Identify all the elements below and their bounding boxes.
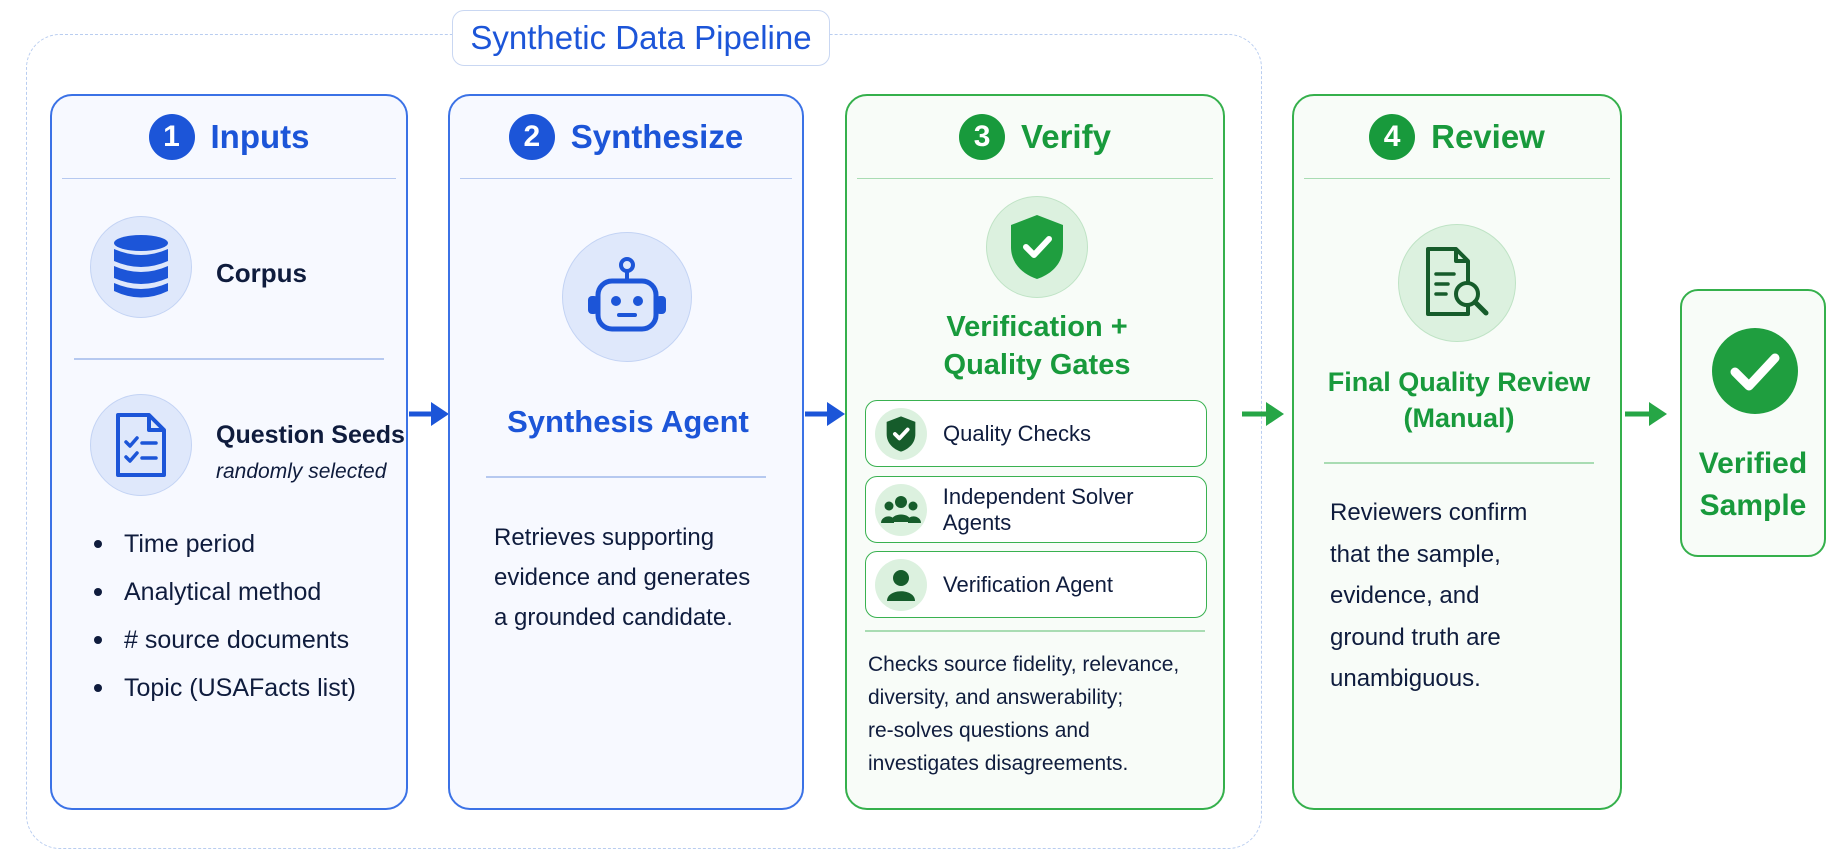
- review-heading: Final Quality Review (Manual): [1294, 364, 1624, 436]
- step-number-badge: 3: [959, 114, 1006, 160]
- arrow-right-icon: [1625, 402, 1667, 426]
- check-quality-checks: Quality Checks: [865, 400, 1207, 467]
- document-search-icon: [1398, 224, 1516, 342]
- stage-title: Inputs: [210, 118, 310, 155]
- stage-title: Review: [1431, 118, 1545, 155]
- step-number-badge: 4: [1369, 114, 1416, 160]
- list-item: # source documents: [92, 616, 356, 664]
- list-item: Topic (USAFacts list): [92, 664, 356, 712]
- database-icon: [90, 216, 192, 318]
- stage-review: 4 Review Final Quality Review (Manual) R…: [1292, 94, 1622, 810]
- heading-line: Final Quality Review: [1327, 367, 1591, 397]
- stage-header: 1 Inputs: [62, 96, 396, 179]
- shield-check-icon: [986, 196, 1088, 298]
- check-label: Independent Solver Agents: [942, 483, 1134, 535]
- check-circle-icon: [1712, 328, 1798, 414]
- description-line: Reviewers confirm: [1330, 499, 1528, 526]
- description-line: evidence, and: [1330, 582, 1480, 609]
- description-line: re-solves questions and: [868, 719, 1090, 742]
- divider: [486, 476, 766, 478]
- check-label: Verification Agent: [943, 571, 1114, 597]
- arrow-right-icon: [409, 402, 449, 426]
- arrow-right-icon: [805, 402, 845, 426]
- description-line: that the sample,: [1330, 540, 1501, 568]
- description-line: evidence and generates: [494, 564, 751, 591]
- robot-icon: [562, 232, 692, 362]
- person-icon: [875, 558, 927, 611]
- stage-title: Synthesize: [570, 118, 744, 155]
- check-label: Quality Checks: [943, 420, 1091, 446]
- synthesize-description: Retrieves supporting evidence and genera…: [494, 518, 750, 638]
- stage-title: Verify: [1021, 118, 1111, 155]
- description-line: a grounded candidate.: [494, 604, 733, 631]
- description-line: diversity, and answerability;: [868, 686, 1124, 709]
- checklist-document-icon: [90, 394, 192, 496]
- description-line: ground truth are: [1330, 623, 1501, 651]
- heading-line: (Manual): [1403, 403, 1515, 433]
- question-seeds-note: randomly selected: [216, 460, 387, 483]
- heading-line: Verification +: [946, 311, 1128, 343]
- synthesis-agent-label: Synthesis Agent: [507, 404, 749, 439]
- divider: [74, 358, 384, 360]
- stage-synthesize: 2 Synthesize Synthesis Agent Retrieves s…: [448, 94, 804, 810]
- divider: [865, 630, 1205, 632]
- stage-header: 2 Synthesize: [460, 96, 792, 179]
- verify-description: Checks source fidelity, relevance, diver…: [868, 648, 1179, 780]
- verified-sample-box: Verified Sample: [1680, 289, 1826, 557]
- shield-check-icon: [875, 407, 927, 460]
- stage-inputs: 1 Inputs Corpus Question Seeds randomly …: [50, 94, 408, 810]
- description-line: investigates disagreements.: [868, 752, 1129, 775]
- step-number-badge: 2: [508, 114, 555, 160]
- stage-header: 4 Review: [1304, 96, 1610, 179]
- verify-heading: Verification + Quality Gates: [847, 308, 1227, 384]
- pipeline-title: Synthetic Data Pipeline: [452, 10, 830, 66]
- list-item: Time period: [92, 520, 356, 568]
- description-line: Checks source fidelity, relevance,: [868, 653, 1180, 676]
- check-verification-agent: Verification Agent: [865, 551, 1207, 618]
- divider: [1324, 462, 1594, 464]
- step-number-badge: 1: [148, 114, 195, 160]
- review-description: Reviewers confirm that the sample, evide…: [1330, 492, 1527, 700]
- heading-line: Quality Gates: [943, 349, 1131, 381]
- list-item: Analytical method: [92, 568, 356, 616]
- check-independent-solver-agents: Independent Solver Agents: [865, 476, 1207, 543]
- arrow-right-icon: [1242, 402, 1284, 426]
- label-line: Verified: [1698, 447, 1808, 480]
- question-seeds-label: Question Seeds: [216, 421, 405, 449]
- people-group-icon: [875, 483, 927, 536]
- corpus-label: Corpus: [216, 258, 307, 288]
- description-line: Retrieves supporting: [494, 524, 715, 551]
- verified-sample-label: Verified Sample: [1682, 443, 1824, 527]
- stage-header: 3 Verify: [857, 96, 1213, 179]
- seed-attributes-list: Time period Analytical method # source d…: [92, 520, 356, 712]
- label-line: Sample: [1699, 489, 1807, 522]
- description-line: unambiguous.: [1330, 665, 1481, 692]
- stage-verify: 3 Verify Verification + Quality Gates Qu…: [845, 94, 1225, 810]
